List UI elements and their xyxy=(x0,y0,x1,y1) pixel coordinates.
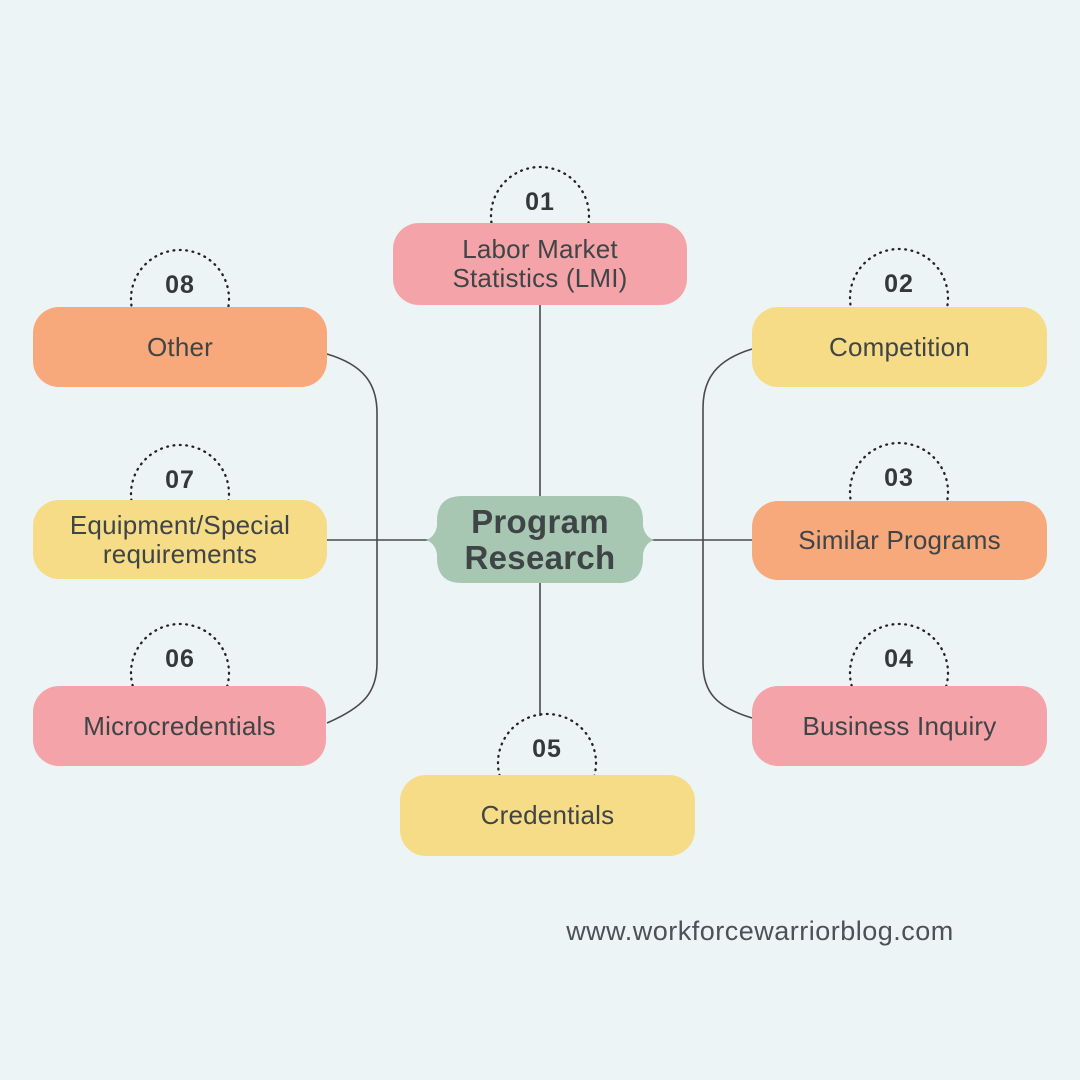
node-label: Labor Market Statistics (LMI) xyxy=(452,234,628,293)
connector-lines xyxy=(326,305,753,724)
node-label: Equipment/Special requirements xyxy=(69,509,291,569)
node-label: Other xyxy=(146,331,214,362)
center-title: Program Research xyxy=(464,503,616,576)
node-credentials: Credentials xyxy=(400,775,695,856)
website-watermark: www.workforcewarriorblog.com xyxy=(566,916,954,946)
node-other: Other xyxy=(33,307,327,387)
node-label: Similar Programs xyxy=(798,525,1001,556)
node-business-inquiry: Business Inquiry xyxy=(752,686,1047,766)
node-labor-market-statistics: Labor Market Statistics (LMI) xyxy=(393,223,687,305)
node-number-04: 04 xyxy=(884,645,914,673)
center-brace-shape xyxy=(426,496,654,583)
node-similar-programs: Similar Programs xyxy=(752,501,1047,580)
node-label: Microcredentials xyxy=(83,710,276,741)
node-label: Competition xyxy=(829,331,970,362)
node-microcredentials: Microcredentials xyxy=(33,686,326,766)
node-number-03: 03 xyxy=(884,464,914,492)
node-equipment-special-requirements: Equipment/Special requirements xyxy=(33,500,327,579)
connector-left-branch xyxy=(326,353,378,724)
node-label: Business Inquiry xyxy=(802,710,997,741)
node-number-08: 08 xyxy=(165,271,195,299)
node-competition: Competition xyxy=(752,307,1047,387)
node-number-02: 02 xyxy=(884,270,914,298)
node-number-05: 05 xyxy=(532,735,562,763)
connector-right-branch xyxy=(702,348,753,719)
node-number-07: 07 xyxy=(165,466,195,494)
node-number-06: 06 xyxy=(165,645,195,673)
node-label: Credentials xyxy=(480,800,615,831)
node-number-01: 01 xyxy=(525,188,555,216)
